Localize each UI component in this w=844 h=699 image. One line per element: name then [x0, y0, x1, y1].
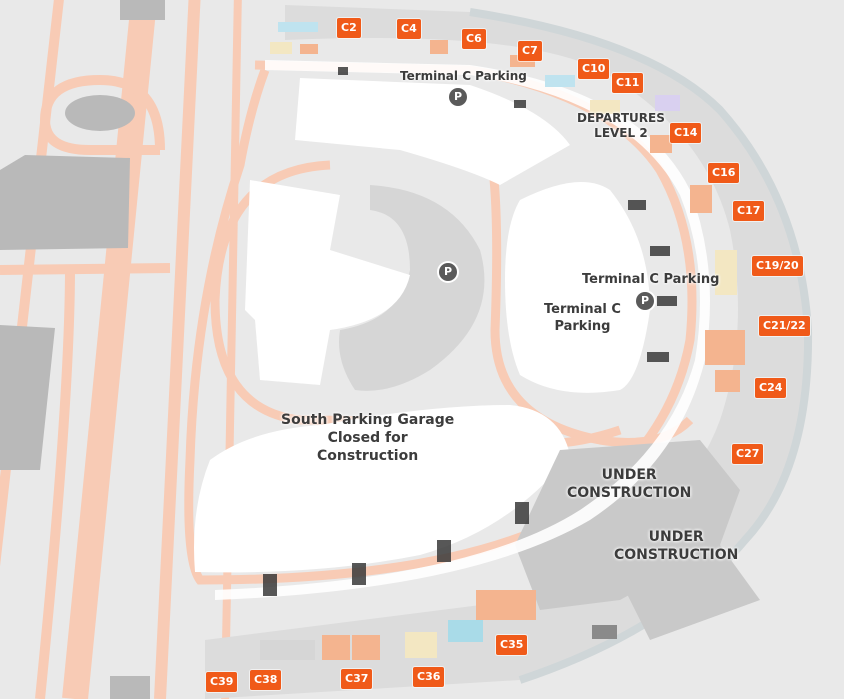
gate-c7[interactable]: C7	[518, 41, 542, 61]
departures-line2: LEVEL 2	[594, 126, 648, 140]
departures-line1: DEPARTURES	[577, 111, 665, 125]
gate-c16[interactable]: C16	[708, 163, 740, 183]
gate-c11[interactable]: C11	[612, 73, 644, 93]
gate-c36[interactable]: C36	[413, 667, 445, 687]
gate-c10[interactable]: C10	[578, 59, 610, 79]
south-garage-line2: Closed for	[327, 430, 408, 446]
gate-c37[interactable]: C37	[341, 669, 373, 689]
under-construction-1-line1: UNDER	[601, 467, 657, 483]
gate-c19-20[interactable]: C19/20	[752, 256, 803, 276]
gate-c4[interactable]: C4	[397, 19, 421, 39]
under-construction-label-2: UNDER CONSTRUCTION	[614, 528, 738, 564]
gate-c39[interactable]: C39	[206, 672, 238, 692]
parking-icon[interactable]: P	[439, 263, 457, 281]
parking-icon[interactable]: P	[636, 292, 654, 310]
crosswalks	[263, 67, 677, 596]
gate-c38[interactable]: C38	[250, 670, 282, 690]
terminal-c-parking-top-label: Terminal C Parking	[400, 69, 527, 83]
south-garage-line1: South Parking Garage	[281, 412, 455, 428]
gate-c14[interactable]: C14	[670, 123, 702, 143]
terminal-c-garage-label: Terminal C Parking	[544, 301, 621, 335]
terminal-c-parking-right-label: Terminal C Parking	[582, 272, 720, 287]
terminal-c-garage-line2: Parking	[554, 319, 611, 334]
under-construction-label-1: UNDER CONSTRUCTION	[567, 466, 691, 502]
south-garage-label: South Parking Garage Closed for Construc…	[281, 411, 454, 465]
gate-c35[interactable]: C35	[496, 635, 528, 655]
gate-c27[interactable]: C27	[732, 444, 764, 464]
under-construction-1-line2: CONSTRUCTION	[567, 485, 692, 501]
under-construction-2-line1: UNDER	[648, 529, 704, 545]
parking-lots	[194, 78, 650, 573]
gate-c6[interactable]: C6	[462, 29, 486, 49]
under-construction-2-line2: CONSTRUCTION	[614, 547, 739, 563]
parking-icon[interactable]: P	[449, 88, 467, 106]
construction-zones	[515, 440, 760, 640]
terminal-c-garage-line1: Terminal C	[544, 302, 621, 317]
departures-label: DEPARTURES LEVEL 2	[577, 111, 665, 141]
south-garage-structure	[245, 180, 485, 391]
concourse-shops	[260, 22, 745, 660]
gate-c24[interactable]: C24	[755, 378, 787, 398]
south-garage-line3: Construction	[317, 448, 419, 464]
left-buildings	[0, 0, 165, 699]
gate-c17[interactable]: C17	[733, 201, 765, 221]
gate-c21-22[interactable]: C21/22	[759, 316, 810, 336]
gate-c2[interactable]: C2	[337, 18, 361, 38]
